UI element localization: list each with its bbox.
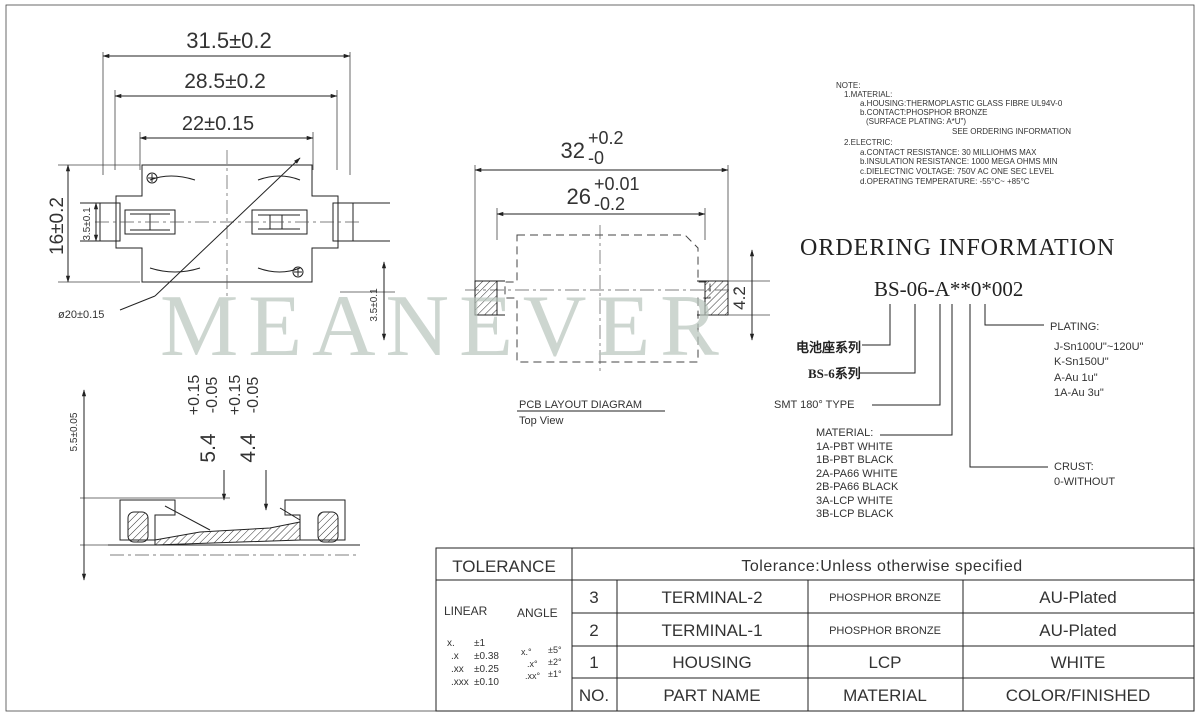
pcb-caption: PCB LAYOUT DIAGRAM xyxy=(519,399,642,411)
type-label: SMT 180° TYPE xyxy=(774,399,854,411)
dim-total-label: 5.5±0.05 xyxy=(69,412,80,451)
dim-b-main: 4.4 xyxy=(237,433,260,463)
note-line-4: (SURFACE PLATING: A*U") xyxy=(866,117,966,126)
row-3-material: PHOSPHOR BRONZE xyxy=(829,592,941,604)
row-3-color: AU-Plated xyxy=(1039,588,1116,607)
linear-key-4: .xxx xyxy=(451,677,469,688)
title-block: TOLERANCE Tolerance:Unless otherwise spe… xyxy=(435,547,1195,712)
material-6: 3B-LCP BLACK xyxy=(816,508,894,520)
row-2-no: 2 xyxy=(589,621,598,640)
ordering-code: BS-06-A**0*002 xyxy=(874,277,1023,301)
row-1-part: HOUSING xyxy=(672,653,751,672)
note-line-9: c.DIELECTNIC VOLTAGE: 750V AC ONE SEC LE… xyxy=(860,167,1055,176)
plating-2: K-Sn150U" xyxy=(1054,356,1109,368)
dim-b-tol-plus: +0.15 xyxy=(227,375,244,416)
material-4: 2B-PA66 BLACK xyxy=(816,481,899,493)
linear-key-2: .x xyxy=(451,651,459,662)
dim-overall-label: 31.5±0.2 xyxy=(186,28,271,53)
plating-3: A-Au 1u" xyxy=(1054,372,1098,384)
series-cn-label: 电池座系列 xyxy=(796,340,861,355)
pcb-layout: 32 +0.2 -0 26 +0.01 -0.2 4.2 PCB LAYOUT … xyxy=(465,128,770,427)
row-3-no: 3 xyxy=(589,588,598,607)
row-1-no: 1 xyxy=(589,653,598,672)
tolerance-text: Tolerance:Unless otherwise specified xyxy=(741,558,1022,575)
note-line-5: SEE ORDERING INFORMATION xyxy=(952,127,1071,136)
pcb-subcaption: Top View xyxy=(519,415,563,427)
diameter-leader xyxy=(154,157,301,297)
dim-inner-label: 22±0.15 xyxy=(182,113,254,135)
pcb-pad-left xyxy=(474,280,498,316)
dim-diameter-label: ø20±0.15 xyxy=(58,309,104,321)
material-1: 1A-PBT WHITE xyxy=(816,441,893,453)
header-part: PART NAME xyxy=(663,686,760,705)
ordering-title: ORDERING INFORMATION xyxy=(800,235,1115,261)
row-3-part: TERMINAL-2 xyxy=(661,588,762,607)
plating-4: 1A-Au 3u" xyxy=(1054,387,1104,399)
dim-slot-label: 3.5±0.1 xyxy=(82,207,93,241)
plating-1: J-Sn100U"~120U" xyxy=(1054,341,1144,353)
ordering-info: ORDERING INFORMATION BS-06-A**0*002 电池座系… xyxy=(774,235,1144,520)
linear-val-2: ±0.38 xyxy=(474,651,499,662)
linear-label: LINEAR xyxy=(444,604,488,618)
pcb-dim-inner-minus: -0.2 xyxy=(594,194,625,214)
plating-title: PLATING: xyxy=(1050,321,1099,333)
note-line-6: 2.ELECTRIC: xyxy=(844,138,892,147)
note-line-8: b.INSULATION RESISTANCE: 1000 MEGA OHMS … xyxy=(860,157,1058,166)
notes-block: NOTE: 1.MATERIAL: a.HOUSING:THERMOPLASTI… xyxy=(836,81,1071,186)
crust-value: 0-WITHOUT xyxy=(1054,476,1115,488)
note-line-1: 1.MATERIAL: xyxy=(844,90,892,99)
row-1-color: WHITE xyxy=(1051,653,1106,672)
tolerance-label: TOLERANCE xyxy=(452,557,556,576)
side-view: 5.5±0.05 5.4 +0.15 -0.05 4.4 +0.15 -0.05 xyxy=(69,375,360,581)
angle-key-3: .xx° xyxy=(525,671,541,681)
pcb-dim-pad-label: 4.2 xyxy=(730,286,749,310)
header-color: COLOR/FINISHED xyxy=(1006,686,1151,705)
pcb-dim-inner-plus: +0.01 xyxy=(594,174,640,194)
pcb-dim-inner-main: 26 xyxy=(567,184,591,209)
row-2-part: TERMINAL-1 xyxy=(661,621,762,640)
linear-key-3: .xx xyxy=(451,664,464,675)
angle-val-3: ±1° xyxy=(548,669,562,679)
pcb-dim-outer-main: 32 xyxy=(561,138,585,163)
angle-label: ANGLE xyxy=(517,606,558,620)
holder-body-outline xyxy=(115,164,339,283)
angle-key-2: .x° xyxy=(527,659,538,669)
note-line-10: d.OPERATING TEMPERATURE: -55°C~ +85°C xyxy=(860,177,1030,186)
header-material: MATERIAL xyxy=(843,686,927,705)
angle-val-1: ±5° xyxy=(548,645,562,655)
dim-side-label: 3.5±0.1 xyxy=(369,288,380,322)
pcb-dim-outer-minus: -0 xyxy=(588,148,604,168)
dim-middle-label: 28.5±0.2 xyxy=(184,70,266,93)
pcb-pad-right xyxy=(704,280,729,316)
linear-val-1: ±1 xyxy=(474,638,485,649)
material-title: MATERIAL: xyxy=(816,427,873,439)
material-5: 3A-LCP WHITE xyxy=(816,495,893,507)
dim-a-tol-plus: +0.15 xyxy=(186,375,203,416)
row-2-color: AU-Plated xyxy=(1039,621,1116,640)
dim-b-tol-minus: -0.05 xyxy=(245,377,262,414)
pcb-dim-outer-plus: +0.2 xyxy=(588,128,624,148)
row-1-material: LCP xyxy=(868,653,901,672)
crust-title: CRUST: xyxy=(1054,461,1094,473)
note-line-3: b.CONTACT:PHOSPHOR BRONZE xyxy=(860,108,987,117)
row-2-material: PHOSPHOR BRONZE xyxy=(829,625,941,637)
note-line-2: a.HOUSING:THERMOPLASTIC GLASS FIBRE UL94… xyxy=(860,99,1063,108)
dim-a-main: 5.4 xyxy=(197,433,220,463)
angle-val-2: ±2° xyxy=(548,657,562,667)
series-model-label: BS-6系列 xyxy=(808,366,861,381)
top-view: 31.5±0.2 28.5±0.2 22±0.15 ø20±0.15 xyxy=(47,28,395,341)
angle-key-1: x.° xyxy=(521,647,532,657)
dim-height-label: 16±0.2 xyxy=(47,197,68,255)
linear-val-4: ±0.10 xyxy=(474,677,499,688)
note-line-7: a.CONTACT RESISTANCE: 30 MILLIOHMS MAX xyxy=(860,148,1037,157)
material-2: 1B-PBT BLACK xyxy=(816,454,894,466)
notes-title: NOTE: xyxy=(836,81,860,90)
dim-a-tol-minus: -0.05 xyxy=(204,377,221,414)
linear-key-1: x. xyxy=(447,638,455,649)
watermark: MEANEVER xyxy=(160,278,729,375)
linear-val-3: ±0.25 xyxy=(474,664,499,675)
material-3: 2A-PA66 WHITE xyxy=(816,468,898,480)
header-no: NO. xyxy=(579,686,609,705)
